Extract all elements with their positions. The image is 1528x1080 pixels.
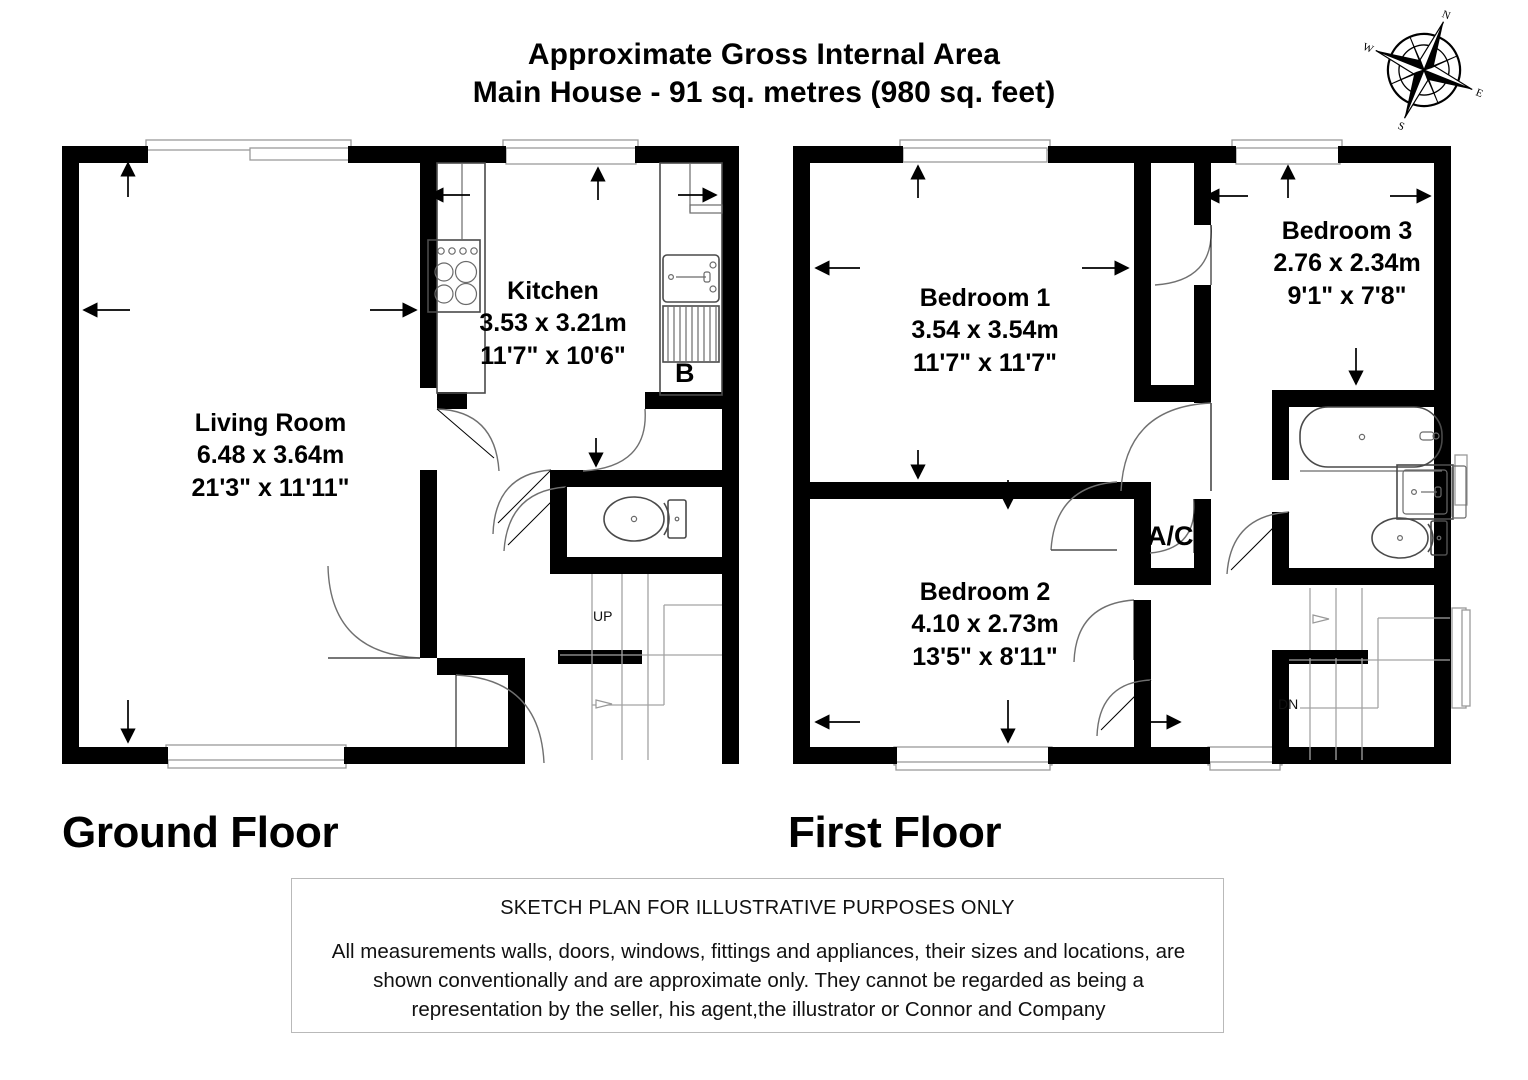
disclaimer-heading: SKETCH PLAN FOR ILLUSTRATIVE PURPOSES ON… [500,897,1015,919]
airing-cupboard-tag: A/C [1147,521,1194,551]
window-living-room-top-b [249,147,353,161]
boiler-tag: B [675,358,695,388]
door-swing-bedroom3-top [1154,224,1212,286]
sink-icon [662,254,720,303]
bathroom-fixtures [1299,406,1467,559]
basin-icon [1396,464,1467,520]
stairs-up-label: UP [593,608,613,624]
compass-east-letter: E [1474,87,1485,101]
window-kitchen-top-b [505,147,637,165]
first-floor-title: First Floor [788,808,1002,857]
window-landing-right-b [1461,609,1471,707]
window-living-room-bottom-b [167,759,347,769]
window-bedroom2-bottom-b [895,761,1051,771]
first-floor-walls [793,146,1451,764]
drainer-icon [662,305,720,363]
ground-floor-stairs [560,574,722,760]
door-swing-boiler [582,408,646,472]
disclaimer-body: All measurements walls, doors, windows, … [331,940,1186,1021]
door-swing-bedroom1 [1050,481,1118,551]
door-swing-bedroom2 [1073,599,1135,663]
kitchen-fixtures [427,162,723,396]
disclaimer-box: SKETCH PLAN FOR ILLUSTRATIVE PURPOSES ON… [291,878,1224,1033]
ground-floor-plan [62,139,739,769]
first-floor-dimension-arrows [814,164,1432,744]
door-swing-landing [1096,679,1152,737]
window-landing-bottom-b [1209,761,1281,771]
stairs-down-label: DN [1278,696,1299,712]
ground-floor-doors [327,408,646,764]
ground-floor-walls [62,146,739,764]
stair-direction-arrow-up [595,699,613,709]
compass-west-letter: W [1361,41,1376,56]
ground-floor-dimension-arrows [82,161,718,744]
window-bedroom3-top-b [1235,147,1341,165]
compass-south-letter: S [1396,120,1406,133]
wc-icon [603,496,687,542]
first-floor-plan [793,139,1471,771]
door-swing-bedroom3 [1120,402,1212,492]
door-swing-bathroom [1226,511,1290,575]
door-swing-hall-upper [492,469,552,535]
window-bathroom-right [1454,454,1468,506]
kitchen-cabinet-edge-right [689,204,723,214]
compass-rose-icon: N S E W [1361,8,1485,133]
first-floor-stairs [1289,588,1450,760]
ground-floor-title: Ground Floor [62,808,339,857]
kitchen-counter-right [659,162,723,396]
door-swing-living-room [327,565,421,659]
door-swing-kitchen [436,408,500,472]
window-living-room-top-a [145,139,352,151]
stair-direction-arrow-down [1312,614,1330,624]
hob-icon [427,239,481,313]
compass-north-letter: N [1440,8,1452,22]
door-swing-front [455,674,545,764]
window-bedroom1-top-b [902,147,1048,163]
first-floor-windows [893,139,1471,771]
ground-floor-windows [145,139,639,769]
door-swing-wc [503,486,567,552]
bathtub-icon [1299,406,1443,472]
kitchen-counter-left [436,162,486,394]
bathroom-wc-icon [1371,517,1448,559]
first-floor-doors [1050,224,1290,737]
